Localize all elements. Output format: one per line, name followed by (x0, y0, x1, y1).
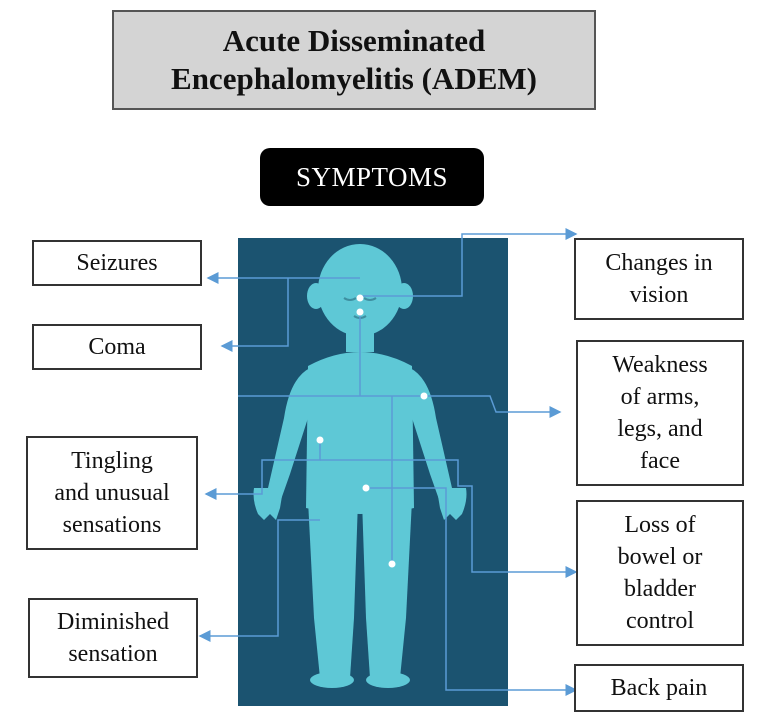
label-bowel: Loss of bowel or bladder control (576, 500, 744, 646)
label-weakness-line-2: of arms, (620, 384, 700, 410)
label-weakness-line-3: legs, and (617, 416, 703, 442)
label-vision: Changes in vision (574, 238, 744, 320)
label-back-pain: Back pain (574, 664, 744, 712)
connector-tingling (204, 440, 321, 500)
label-diminished: Diminished sensation (28, 598, 198, 678)
label-bowel-line-4: control (626, 608, 694, 634)
label-weakness-line-4: face (640, 448, 680, 474)
label-diminished-line-1: Diminished (57, 609, 169, 635)
connector-bowel (320, 459, 578, 578)
title-line-1: Acute Disseminated (222, 23, 486, 58)
connector-back-pain (366, 487, 578, 696)
label-coma: Coma (32, 324, 202, 370)
label-vision-line-1: Changes in (605, 250, 713, 276)
connector-weakness (238, 395, 562, 418)
connector-diminished (198, 519, 320, 642)
title-box: Acute Disseminated Encephalomyelitis (AD… (112, 10, 596, 110)
label-tingling-line-1: Tingling (71, 448, 153, 474)
label-weakness: Weakness of arms, legs, and face (576, 340, 744, 486)
label-bowel-line-2: bowel or (617, 544, 703, 570)
label-back-pain-text: Back pain (610, 675, 708, 701)
label-coma-text: Coma (88, 334, 146, 360)
label-tingling-line-2: and unusual (54, 480, 170, 506)
connector-coma (220, 278, 289, 352)
label-seizures: Seizures (32, 240, 202, 286)
symptoms-heading: SYMPTOMS (260, 148, 484, 206)
label-bowel-line-1: Loss of (624, 512, 696, 538)
label-seizures-text: Seizures (76, 250, 158, 276)
connector-vision (360, 228, 578, 297)
title-line-2: Encephalomyelitis (ADEM) (171, 61, 537, 96)
label-vision-line-2: vision (629, 282, 689, 308)
label-tingling: Tingling and unusual sensations (26, 436, 198, 550)
label-tingling-line-3: sensations (62, 512, 162, 538)
label-bowel-line-3: bladder (624, 576, 696, 602)
diagram-title: Acute Disseminated Encephalomyelitis (AD… (171, 22, 537, 98)
label-diminished-line-2: sensation (68, 641, 158, 667)
marker-dots (316, 294, 428, 568)
label-weakness-line-1: Weakness (612, 352, 708, 378)
